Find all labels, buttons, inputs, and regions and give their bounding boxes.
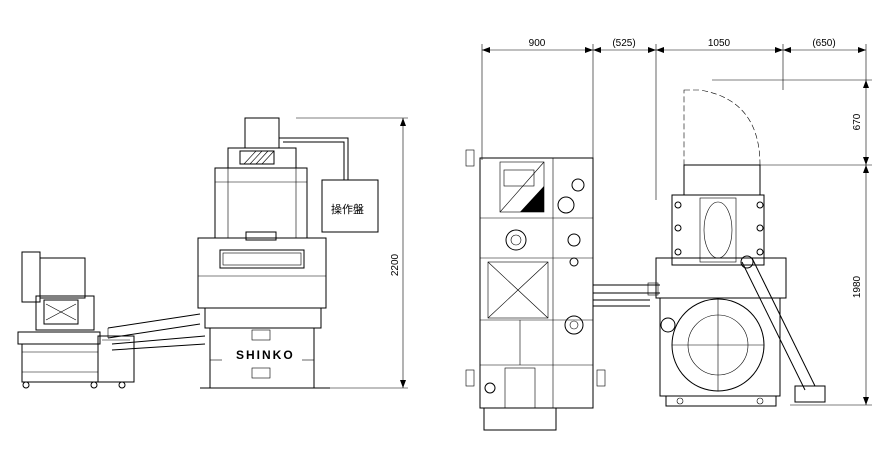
dim-650: (650): [812, 38, 835, 49]
control-panel-label: 操作盤: [331, 202, 364, 216]
plan-view: 900 (525) 1050 (650) 670 1980: [465, 38, 872, 431]
dim-1050: 1050: [708, 38, 731, 49]
dim-525: (525): [612, 38, 635, 49]
dim-900: 900: [529, 38, 546, 49]
control-panel: 操作盤: [279, 137, 379, 233]
side-dimensions: 670 1980: [712, 79, 872, 406]
press-machine: SHINKO: [197, 117, 330, 389]
feeder-plan: [465, 149, 606, 431]
press-plan: [655, 89, 826, 407]
height-dimension: 2200: [296, 117, 408, 389]
conveyor-chute: [107, 313, 206, 351]
connecting-duct: [593, 282, 660, 307]
dim-1980: 1980: [852, 275, 863, 298]
top-dimensions: 900 (525) 1050 (650): [481, 38, 867, 200]
brand-label: SHINKO: [236, 348, 295, 362]
height-dim-text: 2200: [390, 253, 401, 276]
side-elevation-view: SHINKO 操作盤 2200: [17, 117, 408, 389]
feeder-unit: [17, 251, 135, 389]
dim-670: 670: [852, 113, 863, 130]
